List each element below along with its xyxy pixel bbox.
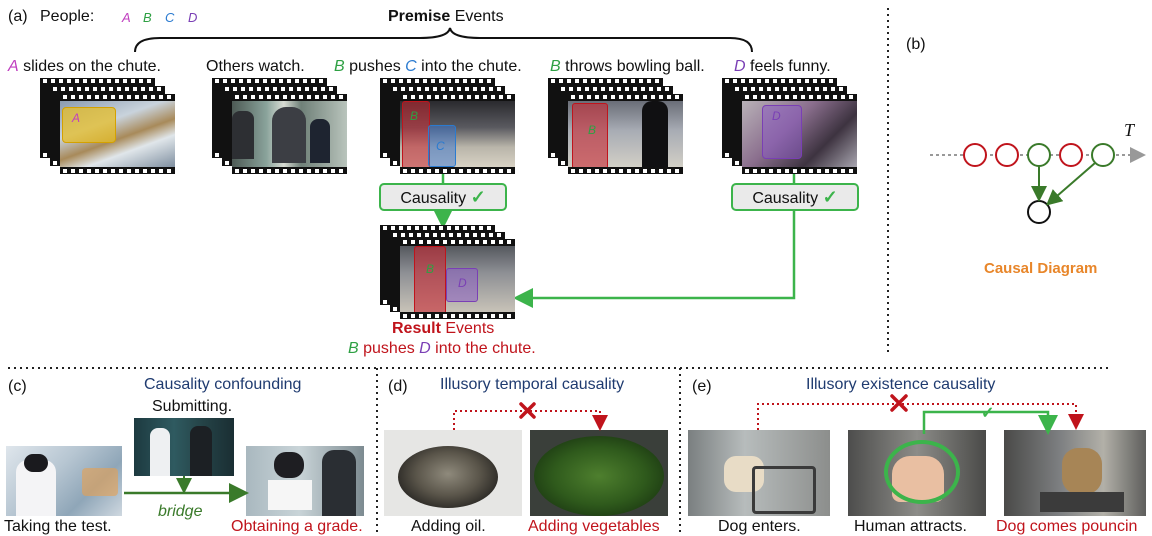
premise-rest: Events [450,8,504,25]
result-person-2: D [419,340,431,357]
dog-enters-photo [688,430,830,516]
event-3-text2: into the chute. [416,58,522,75]
human-attracts-photo [848,430,986,516]
event-4-text: throws bowling ball. [560,58,705,75]
dog-pouncing-photo [1004,430,1146,516]
bridge-label: bridge [158,503,203,520]
adding-oil-photo [384,430,522,516]
result-text-2: into the chute. [430,340,536,357]
result-event-caption: B pushes D into the chute. [348,340,536,358]
panel-d-title: Illusory temporal causality [440,376,625,393]
panel-b-label: (b) [906,36,926,53]
check-icon: ✓ [470,187,486,207]
taking-test-photo [6,446,122,516]
panel-c-title: Causality confounding [144,376,302,393]
causality-label-right: Causality [752,190,819,207]
panel-c-left-caption: Taking the test. [4,518,112,535]
illusory-existence-links [757,394,1084,435]
event-3-person: B [334,58,345,75]
event-3-text: pushes [344,58,406,75]
event-3-person2: C [405,58,417,75]
panel-d-left-caption: Adding oil. [411,518,486,535]
cross-icon [519,402,536,419]
causality-label-left: Causality [400,190,467,207]
event-5-text: feels funny. [745,58,831,75]
panel-e-left-caption: Dog enters. [718,518,801,535]
check-icon: ✓ [822,187,838,207]
event-4-caption: B throws bowling ball. [550,58,705,76]
panel-e-title: Illusory existence causality [806,376,996,393]
obtaining-grade-photo [246,446,364,516]
panel-c-label: (c) [8,378,27,395]
event-5-person: D [734,58,746,75]
cross-icon [890,394,908,412]
event-1-caption: A slides on the chute. [8,58,161,76]
person-a-tag: A [122,10,131,25]
panel-c-right-caption: Obtaining a grade. [231,518,363,535]
time-symbol: T [1124,120,1135,140]
submitting-photo [134,418,234,476]
premise-events-heading: Premise Events [388,8,504,26]
result-rest: Events [440,320,495,337]
check-icon: ✓ [981,405,995,422]
result-events-heading: Result Events [392,320,494,338]
event-1-text: slides on the chute. [18,58,161,75]
causality-box-right: Causality ✓ [731,183,859,211]
result-text: pushes [358,340,420,357]
result-bold: Result [392,320,441,337]
panel-a-label: (a) [8,8,28,25]
panel-e-label: (e) [692,378,712,395]
panel-d-right-caption: Adding vegetables [528,518,660,535]
event-4-person: B [550,58,561,75]
panel-e-mid-caption: Human attracts. [854,518,967,535]
bridge-arrows [124,476,249,503]
causal-diagram [930,143,1146,224]
panel-e-right-caption: Dog comes pouncin [996,518,1138,535]
premise-bold: Premise [388,8,451,25]
premise-brace [134,27,753,53]
event-1-person: A [8,58,19,75]
event-5-caption: D feels funny. [734,58,831,76]
person-c-tag: C [165,10,175,25]
panel-d-label: (d) [388,378,408,395]
event-3-caption: B pushes C into the chute. [334,58,522,76]
person-b-tag: B [143,10,152,25]
people-label: People: [40,8,95,25]
panel-c-top-caption: Submitting. [152,398,233,415]
event-2-caption: Others watch. [206,58,305,75]
illusory-temporal-link [453,402,608,431]
causal-diagram-caption: Causal Diagram [984,260,1098,277]
adding-vegetables-photo [530,430,668,516]
person-d-tag: D [188,10,198,25]
result-person-1: B [348,340,359,357]
